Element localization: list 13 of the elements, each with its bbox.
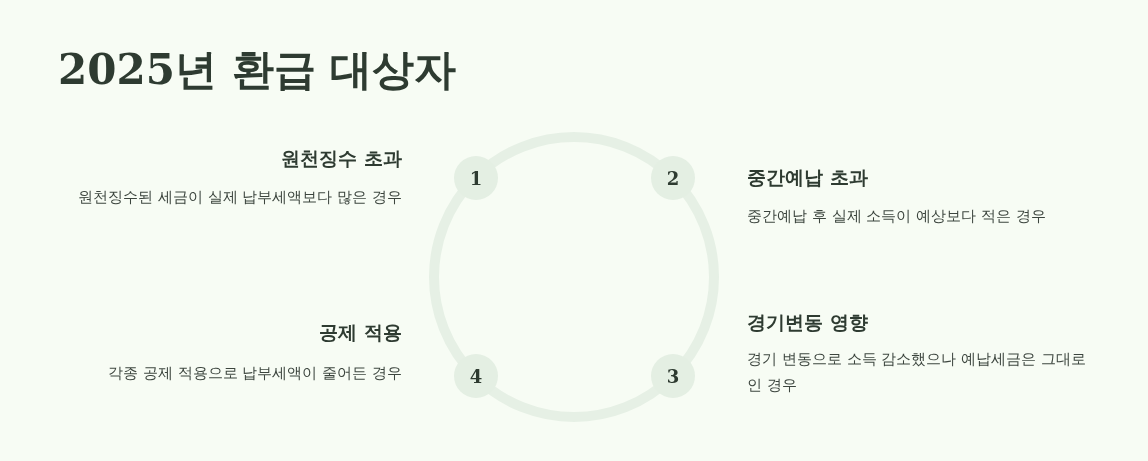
item-heading: 경기변동 영향 [747, 310, 868, 335]
title: 2025년 환급 대상자 [58, 44, 457, 96]
item-heading: 원천징수 초과 [281, 146, 402, 171]
number-circle: 3 [651, 354, 695, 398]
number-circle: 2 [651, 156, 695, 200]
item-description: 원천징수된 세금이 실제 납부세액보다 많은 경우 [77, 187, 402, 208]
number-circle: 4 [454, 354, 498, 398]
item-heading: 공제 적용 [319, 320, 402, 345]
number-circle: 1 [454, 156, 498, 200]
item-heading: 중간예납 초과 [747, 165, 868, 190]
item-description: 중간예납 후 실제 소득이 예상보다 적은 경우 [747, 206, 1047, 227]
item-description: 각종 공제 적용으로 납부세액이 줄어든 경우 [107, 363, 402, 384]
item-description: 경기 변동으로 소득 감소했으나 예납세금은 그대로인 경우 [747, 349, 1087, 396]
